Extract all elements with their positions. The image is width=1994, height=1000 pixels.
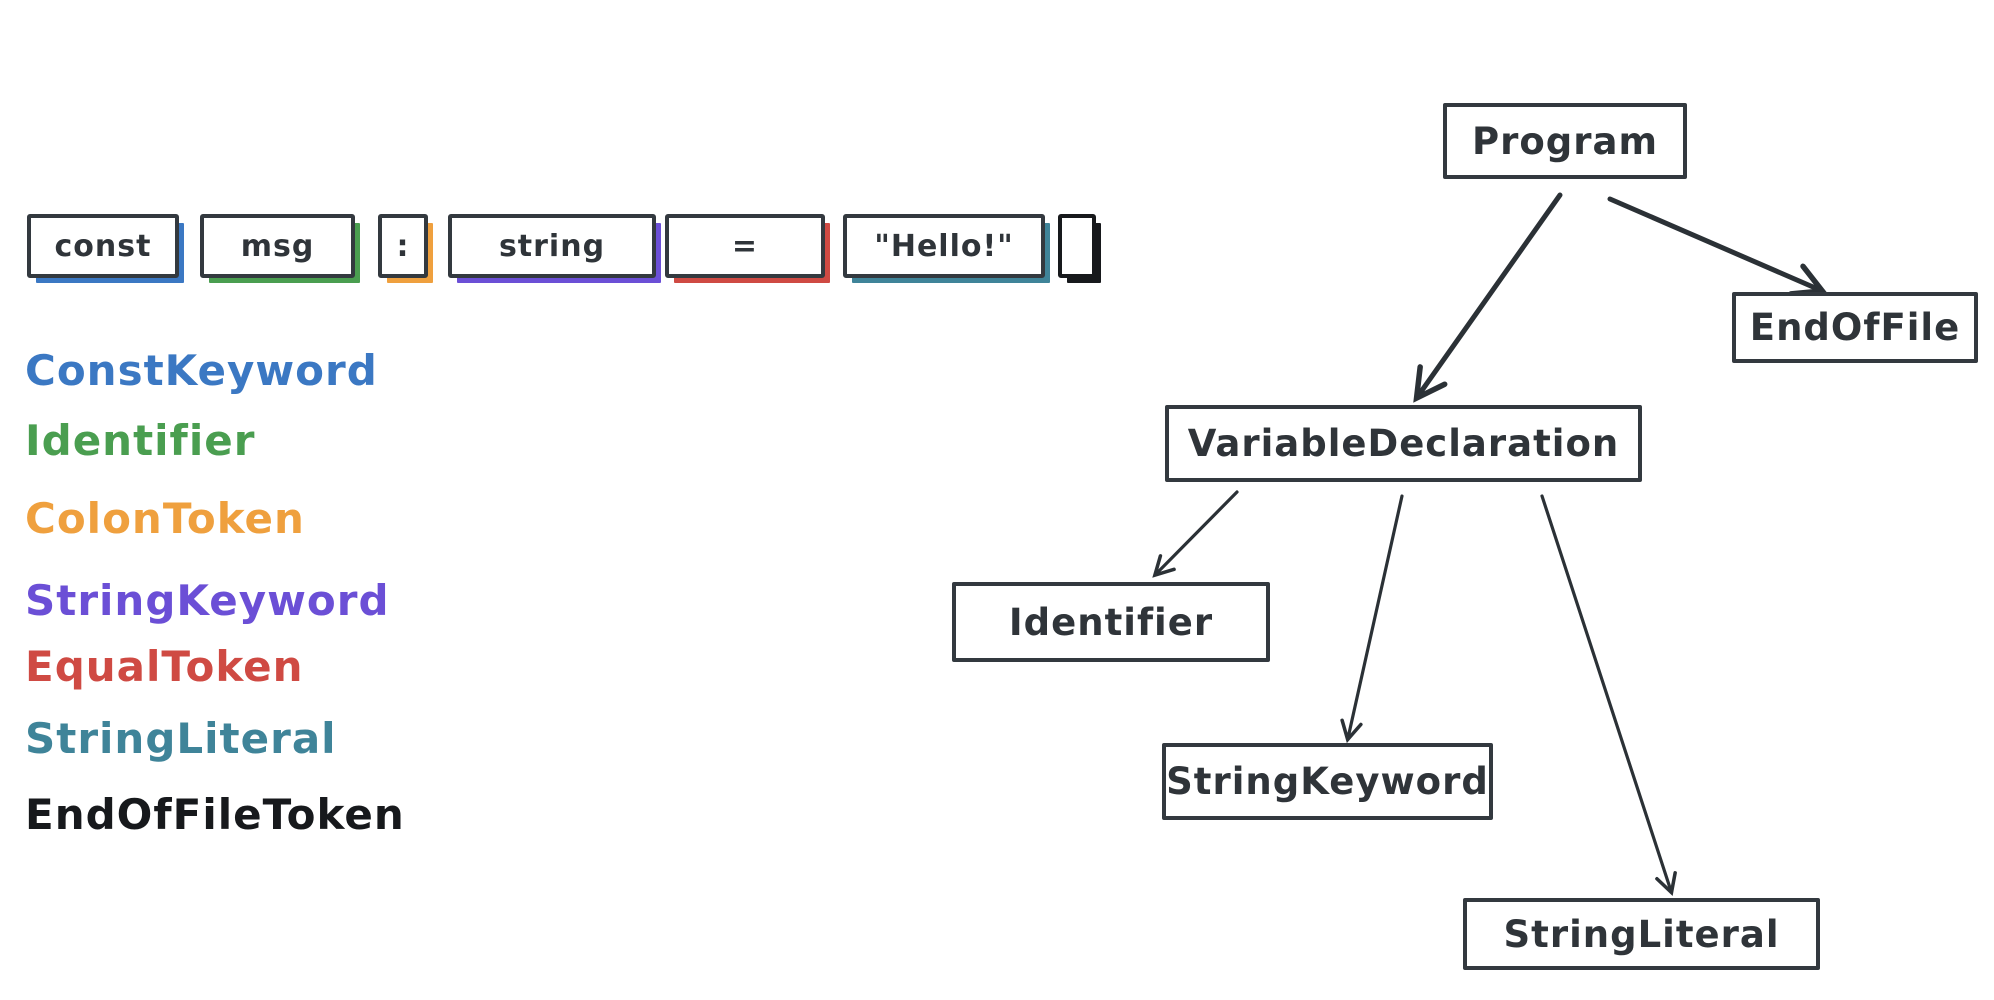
token-box-const: const	[27, 214, 179, 278]
edge-variabledeclaration-stringliteral	[1540, 494, 1677, 897]
legend-item-end-of-file-token: EndOfFileToken	[25, 790, 405, 839]
token-box-equal: =	[665, 214, 825, 278]
legend-item-string-literal: StringLiteral	[25, 714, 337, 763]
edge-program-variabledeclaration	[1413, 192, 1563, 403]
token-text-colon: :	[396, 228, 410, 264]
edge-program-endoffile	[1607, 196, 1828, 297]
token-box-colon: :	[378, 214, 428, 278]
legend-item-string-keyword: StringKeyword	[25, 576, 390, 625]
tree-node-string-keyword-label: StringKeyword	[1166, 760, 1489, 803]
edge-variabledeclaration-identifier	[1152, 490, 1239, 578]
token-box-string: string	[448, 214, 656, 278]
token-box-string-literal: "Hello!"	[843, 214, 1045, 278]
tree-node-string-literal: StringLiteral	[1463, 898, 1820, 970]
tree-node-identifier: Identifier	[952, 582, 1270, 662]
token-text-msg: msg	[240, 228, 315, 264]
token-box-end-of-file	[1058, 214, 1096, 278]
tree-node-identifier-label: Identifier	[1008, 600, 1214, 644]
tree-node-end-of-file-label: EndOfFile	[1749, 306, 1961, 349]
tree-node-program-label: Program	[1471, 119, 1659, 163]
token-text-const: const	[54, 228, 152, 264]
tree-node-program: Program	[1443, 103, 1687, 179]
tree-node-string-literal-label: StringLiteral	[1503, 912, 1780, 956]
legend-item-identifier: Identifier	[25, 416, 256, 465]
tree-node-variable-declaration-label: VariableDeclaration	[1187, 422, 1620, 465]
tree-node-string-keyword: StringKeyword	[1162, 743, 1493, 820]
token-text-string: string	[498, 228, 606, 264]
legend-item-colon-token: ColonToken	[25, 494, 305, 543]
tree-node-variable-declaration: VariableDeclaration	[1165, 405, 1642, 482]
legend-item-const-keyword: ConstKeyword	[25, 346, 378, 395]
edge-variabledeclaration-stringkeyword	[1340, 494, 1404, 744]
token-box-msg: msg	[200, 214, 355, 278]
legend-item-equal-token: EqualToken	[25, 642, 304, 691]
tree-node-end-of-file: EndOfFile	[1732, 292, 1978, 363]
token-text-equal: =	[731, 228, 759, 264]
token-text-string-literal: "Hello!"	[874, 228, 1014, 264]
